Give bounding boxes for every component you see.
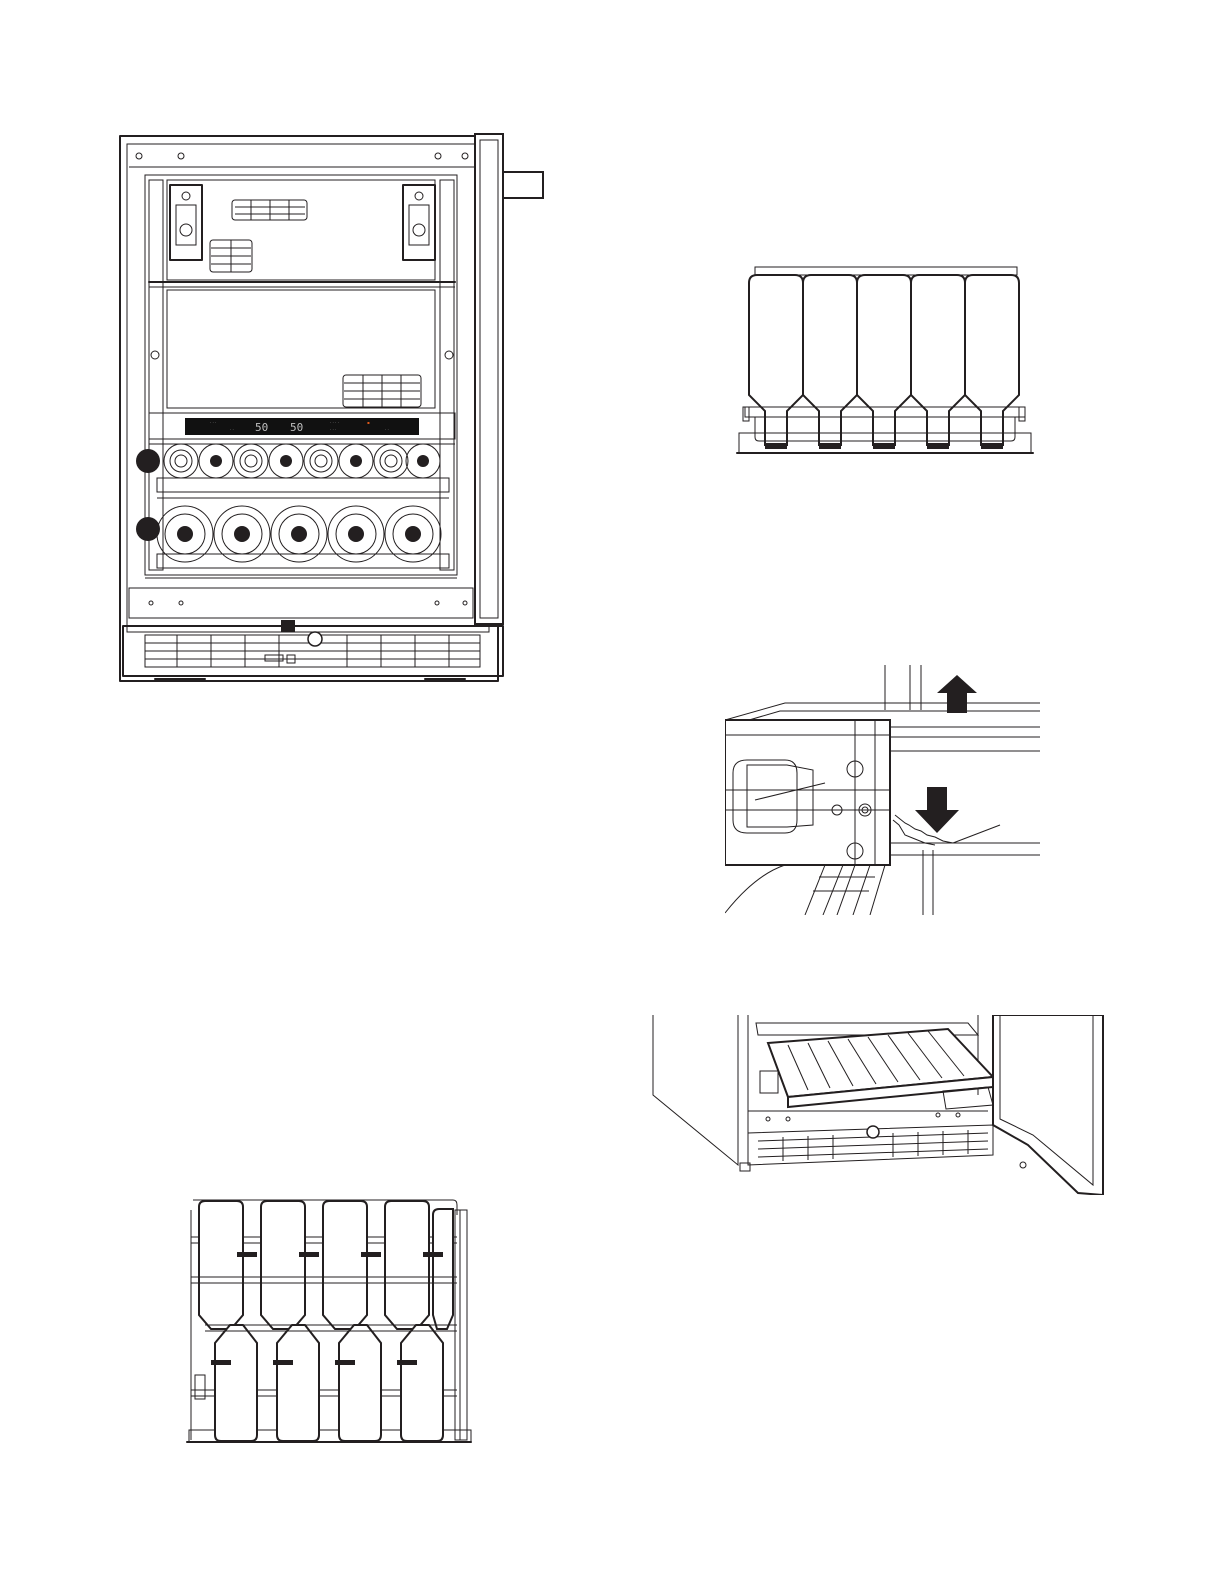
wine-rack-top-figure	[185, 1195, 475, 1450]
upper-bottle-row	[164, 444, 440, 478]
cabinet-door-open-drawing	[648, 1015, 1108, 1195]
cabinet-front-drawing: · · · · · 50 50 · · · · · · · ▪ · ·	[115, 130, 545, 690]
push-down-arrow-icon	[915, 787, 959, 833]
control-panel-display[interactable]: · · · · · 50 50 · · · · · · · ▪ · ·	[185, 418, 419, 435]
left-zone-temp: 50	[255, 421, 268, 434]
svg-text:· ·: · ·	[230, 427, 234, 432]
svg-text:▪: ▪	[367, 420, 370, 425]
callout-marker-lower	[136, 517, 160, 541]
cabinet-front-figure: · · · · · 50 50 · · · · · · · ▪ · ·	[115, 130, 545, 690]
lower-vent-grille	[343, 375, 421, 407]
callout-marker-upper	[136, 449, 160, 473]
wine-rack-front-drawing	[735, 265, 1035, 460]
upright-bottles	[749, 275, 1019, 449]
lift-up-arrow-icon	[937, 675, 977, 713]
svg-text:· · · ·: · · · ·	[330, 420, 339, 425]
wine-rack-top-drawing	[185, 1195, 475, 1450]
shelf-rail-detail-figure	[725, 665, 1040, 915]
svg-text:· · ·: · · ·	[330, 427, 336, 432]
svg-text:· · ·: · · ·	[210, 420, 216, 425]
upper-vent-grille	[210, 200, 307, 272]
cabinet-door-open-figure	[648, 1015, 1108, 1195]
shelf-rail-detail-drawing	[725, 665, 1040, 915]
top-row-bottles	[199, 1201, 453, 1329]
bottom-row-bottles	[211, 1325, 443, 1441]
right-zone-temp: 50	[290, 421, 303, 434]
svg-text:· ·: · ·	[385, 427, 389, 432]
wine-rack-front-figure	[735, 265, 1035, 460]
